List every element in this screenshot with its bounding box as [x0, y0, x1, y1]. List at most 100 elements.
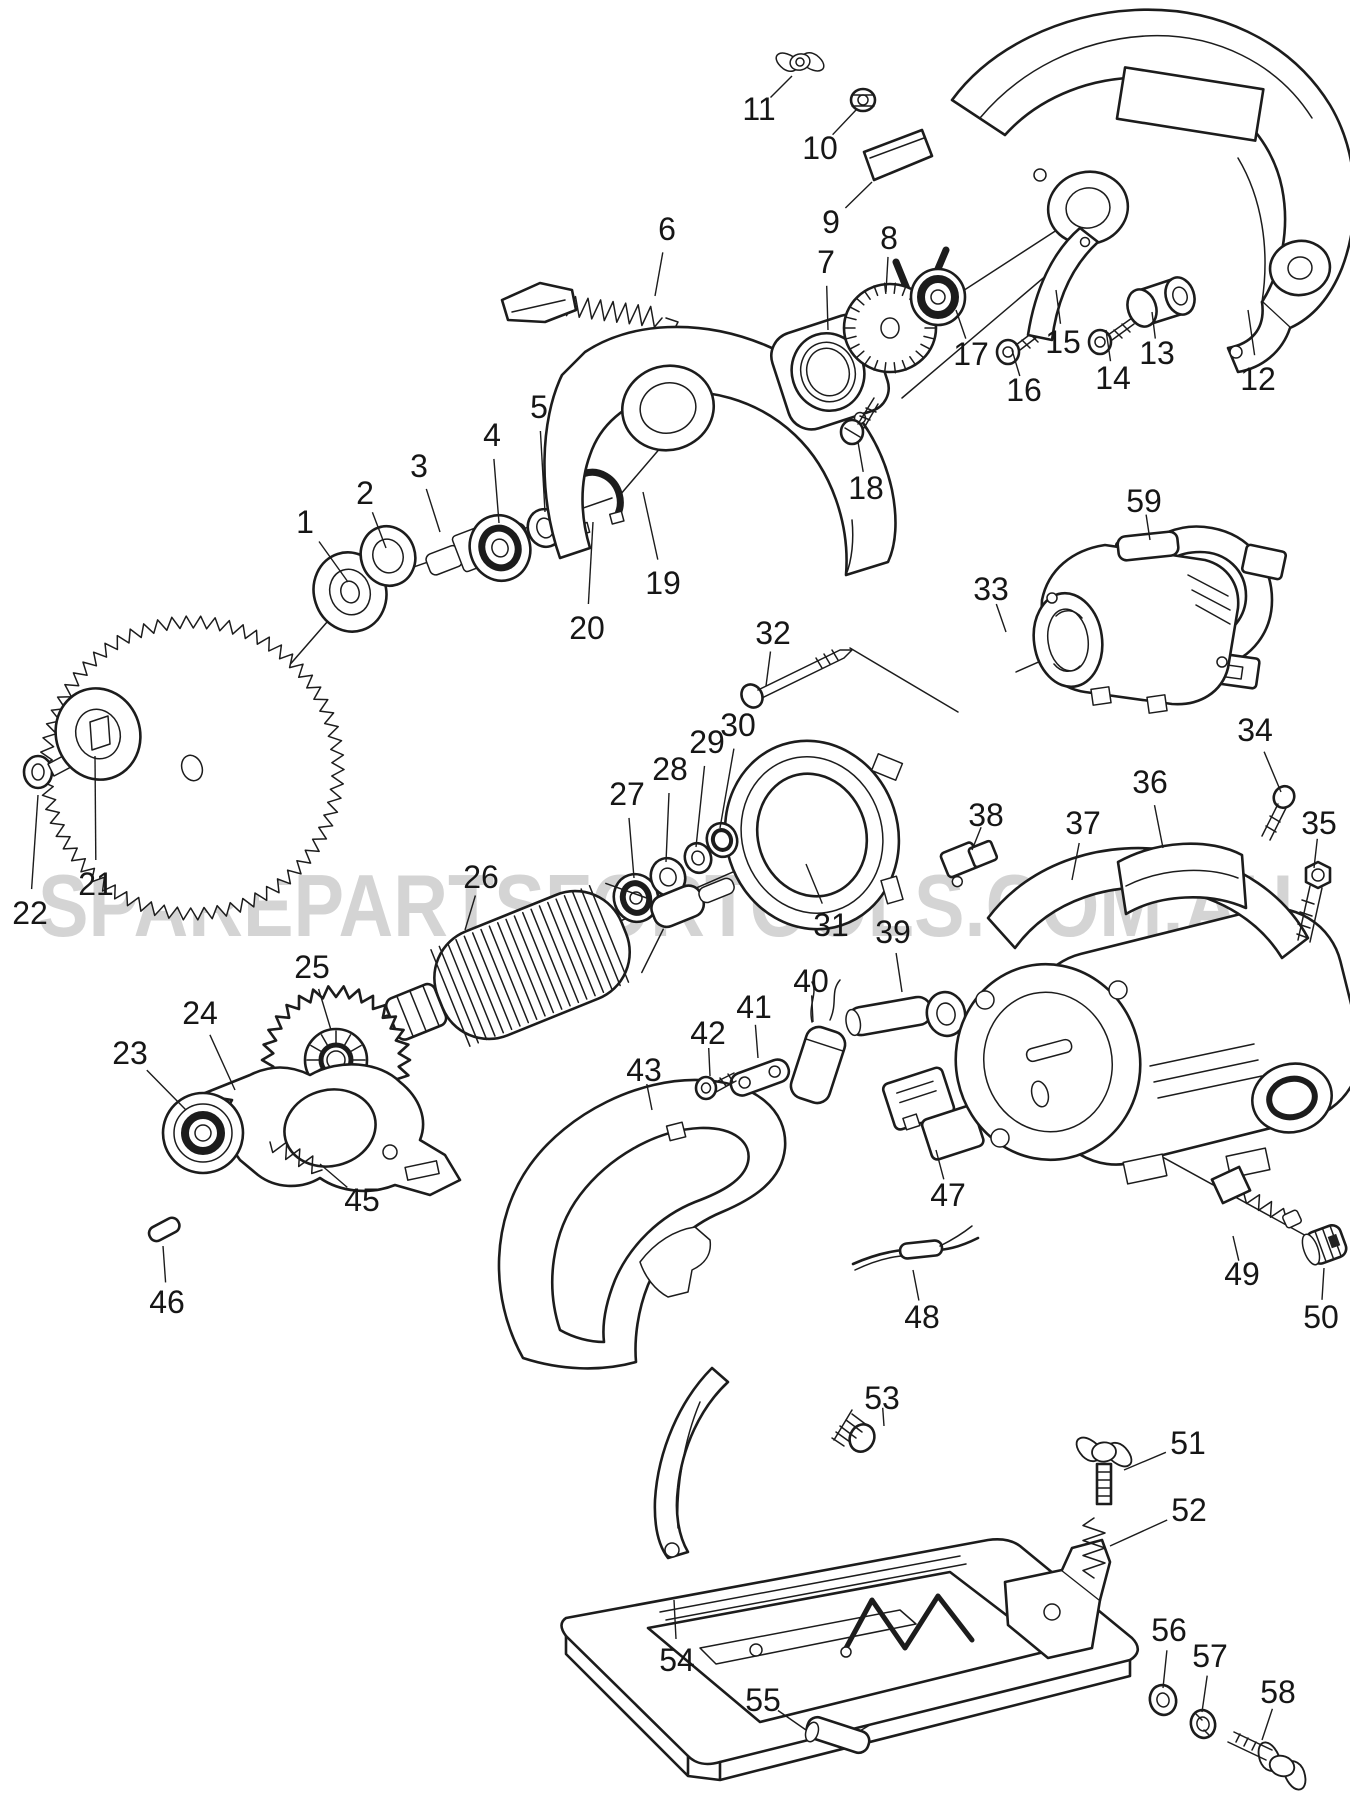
part-label-29: 29: [689, 724, 725, 848]
part-number-9: 9: [822, 204, 840, 240]
pin-39: [845, 990, 967, 1038]
leader-line-39: [895, 952, 903, 993]
part-number-15: 15: [1045, 324, 1081, 360]
bearing-17: [909, 267, 967, 327]
part-number-2: 2: [356, 475, 374, 511]
part-label-17: 17: [953, 309, 989, 372]
leader-line-7: [826, 285, 829, 331]
leader-line-42: [708, 1047, 711, 1077]
part-number-21: 21: [78, 866, 114, 902]
leader-line-15: [1055, 289, 1062, 324]
link-plate-41: [729, 1058, 791, 1097]
part-number-57: 57: [1192, 1638, 1228, 1674]
leader-line-17: [955, 309, 967, 339]
part-number-46: 46: [149, 1284, 185, 1320]
leader-line-6: [654, 252, 664, 297]
lock-washer-57: [1189, 1708, 1217, 1740]
part-number-36: 36: [1132, 764, 1168, 800]
part-label-48: 48: [904, 1269, 940, 1335]
part-label-24: 24: [182, 995, 236, 1091]
part-label-19: 19: [642, 491, 681, 601]
part-number-39: 39: [875, 914, 911, 950]
leader-line-57: [1201, 1675, 1208, 1713]
part-label-49: 49: [1224, 1235, 1260, 1292]
part-label-10: 10: [802, 109, 857, 166]
outer-flange: [54, 687, 142, 781]
power-wire-48: [851, 1225, 980, 1271]
part-label-55: 55: [745, 1682, 807, 1731]
part-label-43: 43: [626, 1052, 662, 1111]
part-number-47: 47: [930, 1177, 966, 1213]
part-number-59: 59: [1126, 483, 1162, 519]
part-number-19: 19: [645, 565, 681, 601]
part-number-3: 3: [410, 448, 428, 484]
bearing-27: [612, 872, 660, 924]
depth-guide-arm: [653, 1366, 730, 1560]
part-label-42: 42: [690, 1015, 726, 1077]
part-number-29: 29: [689, 724, 725, 760]
screw-34: [1261, 784, 1296, 841]
part-label-38: 38: [968, 797, 1004, 851]
leader-line-24: [209, 1034, 236, 1091]
ring-30: [705, 821, 739, 859]
leader-line-9: [844, 181, 873, 209]
leader-line-31: [805, 863, 823, 904]
wing-bolt-58: [1227, 1731, 1307, 1791]
screw-18: [839, 397, 879, 446]
pin-55: [804, 1715, 871, 1755]
leader-line-41: [754, 1024, 759, 1059]
part-label-40: 40: [793, 963, 829, 1023]
leader-line-18: [857, 441, 864, 473]
label-plate-36: [1116, 842, 1248, 916]
part-label-12: 12: [1240, 309, 1276, 397]
leader-line-56: [1162, 1650, 1168, 1689]
part-label-57: 57: [1192, 1638, 1228, 1713]
part-number-58: 58: [1260, 1674, 1296, 1710]
leader-line-11: [770, 75, 793, 98]
leader-line-32: [765, 651, 772, 687]
leader-line-43: [646, 1083, 653, 1111]
part-label-14: 14: [1095, 329, 1131, 396]
part-label-37: 37: [1065, 805, 1101, 881]
part-number-35: 35: [1301, 805, 1337, 841]
part-label-46: 46: [149, 1245, 185, 1320]
leader-line-13: [1151, 311, 1156, 339]
leader-line-49: [1232, 1235, 1240, 1261]
switch-47: [881, 1066, 985, 1161]
leader-line-38: [971, 827, 982, 851]
spring-45: [269, 1141, 323, 1175]
part-number-22: 22: [12, 895, 48, 931]
part-label-59: 59: [1126, 483, 1162, 541]
handle-43: [497, 1078, 787, 1370]
nut-10: [849, 87, 877, 113]
leader-line-1: [318, 541, 349, 583]
washer-29: [683, 841, 713, 875]
part-number-56: 56: [1151, 1612, 1187, 1648]
screw-42: [694, 1072, 737, 1101]
part-number-24: 24: [182, 995, 218, 1031]
part-number-49: 49: [1224, 1256, 1260, 1292]
leader-line-3: [425, 488, 441, 533]
part-label-25: 25: [294, 949, 332, 1031]
leader-line-46: [162, 1245, 167, 1283]
leader-line-19: [642, 491, 659, 560]
leader-line-25: [317, 988, 332, 1031]
part-label-1: 1: [296, 504, 349, 583]
wing-bolt-51: [1075, 1436, 1133, 1506]
part-number-16: 16: [1006, 372, 1042, 408]
part-label-35: 35: [1301, 805, 1337, 869]
part-label-20: 20: [569, 521, 605, 646]
gear-housing-ring-31: [723, 739, 904, 931]
leader-line-16: [1011, 349, 1021, 377]
spacer-13: [1126, 276, 1196, 328]
part-label-30: 30: [719, 707, 756, 829]
part-number-26: 26: [463, 859, 499, 895]
part-number-30: 30: [720, 707, 756, 743]
leader-line-10: [832, 109, 857, 136]
part-label-54: 54: [659, 1599, 695, 1678]
name-plate-9: [862, 128, 934, 182]
part-number-28: 28: [652, 751, 688, 787]
part-number-1: 1: [296, 504, 314, 540]
